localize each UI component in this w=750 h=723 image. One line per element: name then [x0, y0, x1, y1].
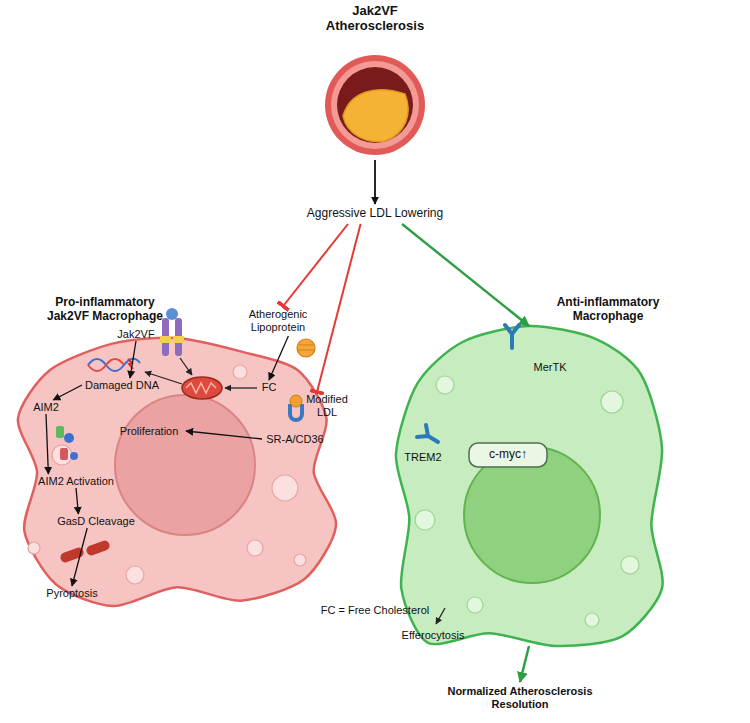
dna-label: Damaged DNA	[82, 378, 162, 392]
node-text: AIM2	[28, 400, 64, 414]
artery-layer	[337, 67, 413, 143]
node-text: Modified LDL	[302, 392, 352, 420]
node-text: Damaged DNA	[82, 378, 162, 392]
node-text: Pro-inflammatory Jak2VF Macrophage	[40, 296, 170, 324]
protein-label: AIM2	[28, 400, 64, 414]
receptor-label: Jak2VF	[114, 327, 158, 341]
process-label: Efferocytosis	[392, 628, 474, 642]
connector	[520, 646, 529, 682]
node-text: FC	[258, 380, 280, 394]
node-text: TREM2	[402, 450, 444, 464]
node-text: Proliferation	[112, 424, 186, 438]
connector	[317, 224, 361, 392]
molecule-label: FC	[258, 380, 280, 394]
node-text: Pyroptosis	[40, 586, 104, 600]
outcome-label: Normalized Atherosclerosis Resolution	[430, 682, 610, 714]
process-label: GasD Cleavage	[52, 514, 140, 528]
artery-layer	[325, 55, 425, 155]
gene-box: c-myc↑	[468, 442, 548, 468]
node-text: AIM2 Activation	[30, 474, 122, 488]
node-text: MerTK	[528, 360, 572, 374]
connector	[402, 224, 529, 326]
lipoprotein-label: Atherogenic Lipoprotein	[226, 306, 330, 336]
node-text: Anti-inflammatory Macrophage	[548, 296, 668, 324]
plaque	[343, 90, 408, 142]
node-text: Jak2VF Atherosclerosis	[320, 4, 430, 34]
artery-node: Jak2VF Atherosclerosis	[305, 4, 445, 160]
outcome-label: Pyroptosis	[40, 586, 104, 600]
node-text: SR-A/CD36	[262, 432, 328, 446]
receptor-label: SR-A/CD36	[262, 432, 328, 446]
note-label: FC = Free Cholesterol	[305, 604, 445, 616]
artery-layer	[331, 61, 419, 149]
ldl-label: Modified LDL	[302, 392, 352, 420]
node-text: c-myc↑	[468, 442, 548, 468]
nucleus	[115, 395, 255, 535]
mitochondrion	[182, 377, 222, 399]
node-text: GasD Cleavage	[52, 514, 140, 528]
cell-membrane	[18, 338, 336, 606]
receptor-label: TREM2	[402, 450, 444, 464]
node-text: Atherogenic Lipoprotein	[226, 306, 330, 336]
intervention-label: Aggressive LDL Lowering	[285, 204, 465, 224]
connector	[283, 224, 348, 306]
lipoprotein-particle	[297, 339, 315, 357]
process-label: Proliferation	[112, 424, 186, 438]
cell-membrane	[396, 326, 663, 646]
receptor-label: MerTK	[528, 360, 572, 374]
node-text: Jak2VF	[114, 327, 158, 341]
node-text: Normalized Atherosclerosis Resolution	[430, 682, 610, 714]
process-label: AIM2 Activation	[30, 474, 122, 488]
connector	[374, 160, 376, 204]
gene-box-outline	[469, 443, 547, 467]
node-text: Efferocytosis	[392, 628, 474, 642]
node-text: Aggressive LDL Lowering	[285, 204, 465, 224]
